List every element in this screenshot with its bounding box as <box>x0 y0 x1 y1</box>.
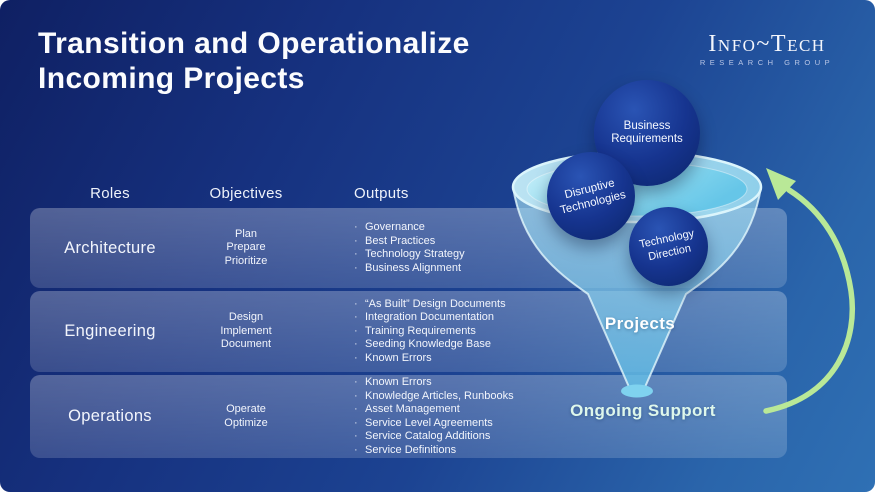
list-item: Technology Strategy <box>354 248 465 262</box>
list-item: Governance <box>354 221 465 235</box>
bubble-label: Technology Direction <box>638 227 696 263</box>
logo-subtitle: RESEARCH GROUP <box>699 58 835 67</box>
list-item: Service Level Agreements <box>354 417 514 431</box>
ongoing-support-label: Ongoing Support <box>570 401 716 420</box>
outputs-list: “As Built” Design DocumentsIntegration D… <box>354 298 506 366</box>
list-item: Service Catalog Additions <box>354 430 514 444</box>
infotech-logo: Info~Tech RESEARCH GROUP <box>687 32 847 67</box>
bubble-technology-direction: Technology Direction <box>629 207 708 286</box>
role-label: Operations <box>68 407 152 425</box>
role-label: Architecture <box>64 238 156 257</box>
projects-label: Projects <box>604 314 676 333</box>
list-item: Known Errors <box>354 352 506 366</box>
list-item: Plan <box>234 227 258 240</box>
role-label: Engineering <box>64 322 156 340</box>
list-item: “As Built” Design Documents <box>354 298 506 312</box>
list-item: Operate <box>226 403 266 415</box>
header-outputs: Outputs <box>354 185 409 202</box>
header-objectives: Objectives <box>209 185 283 202</box>
slide-title: Transition and Operationalize Incoming P… <box>38 27 470 95</box>
table-header-row: Roles Objectives Outputs <box>30 185 787 202</box>
list-item: Implement <box>220 324 272 337</box>
list-item: Document <box>220 338 272 351</box>
header-roles: Roles <box>90 185 130 202</box>
list-item: Business Alignment <box>354 262 465 276</box>
list-item: Training Requirements <box>354 325 506 339</box>
list-item: Known Errors <box>354 376 514 390</box>
list-item: Prepare <box>226 241 266 254</box>
list-item: Integration Documentation <box>354 311 506 325</box>
list-item: Knowledge Articles, Runbooks <box>354 390 514 404</box>
list-item: Optimize <box>224 416 268 429</box>
bubble-label: Disruptive Technologies <box>558 176 627 216</box>
outputs-list: Known ErrorsKnowledge Articles, Runbooks… <box>354 376 514 457</box>
list-item: Prioritize <box>224 254 268 267</box>
list-item: Seeding Knowledge Base <box>354 338 506 352</box>
bubble-label: Business Requirements <box>611 119 683 146</box>
list-item: Service Definitions <box>354 444 514 458</box>
logo-wordmark: Info~Tech <box>708 31 826 57</box>
list-item: Asset Management <box>354 403 514 417</box>
list-item: Design <box>228 311 264 324</box>
list-item: Best Practices <box>354 235 465 249</box>
bubble-disruptive-technologies: Disruptive Technologies <box>547 152 635 240</box>
outputs-list: GovernanceBest PracticesTechnology Strat… <box>354 221 465 275</box>
